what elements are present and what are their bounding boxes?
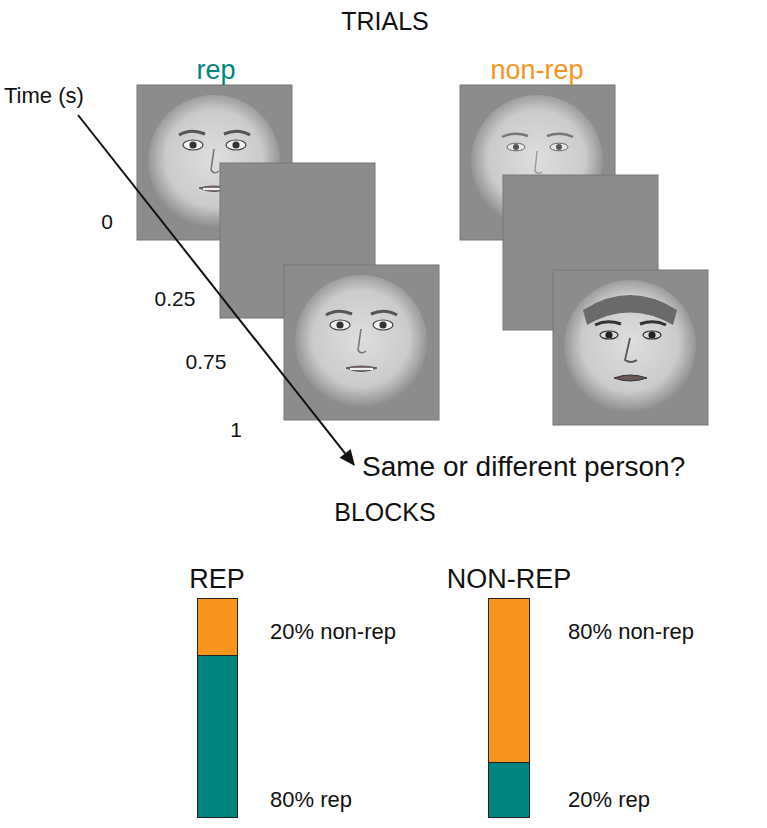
arrow-head [340,449,355,466]
time-tick: 0.25 [155,287,196,311]
proportion-label: 20% non-rep [270,619,396,644]
face-image [553,270,708,425]
section-title: BLOCKS [334,498,435,527]
time-tick: 0.75 [186,350,227,374]
time-tick: 1 [230,418,242,442]
axis-label: Time (s) [4,83,84,108]
task-question: Same or different person? [362,451,685,483]
proportion-label: 80% non-rep [568,619,694,644]
proportion-segment: 20% non-rep [197,598,238,656]
block-bar: 20% non-rep80% repREP [197,598,238,818]
block-bar: 80% non-rep20% repNON-REP [488,598,530,818]
time-axis [78,115,345,453]
face-image [284,265,439,420]
block-heading: REP [189,564,245,595]
proportion-segment: 80% rep [197,655,238,818]
proportion-label: 20% rep [568,787,650,812]
time-tick: 0 [101,210,113,234]
trial-label: non-rep [490,55,583,86]
section-title: TRIALS [341,7,429,36]
proportion-segment: 80% non-rep [488,598,530,763]
trial-label: rep [196,55,235,86]
block-heading: NON-REP [447,564,572,595]
proportion-label: 80% rep [270,787,352,812]
proportion-segment: 20% rep [488,762,530,818]
